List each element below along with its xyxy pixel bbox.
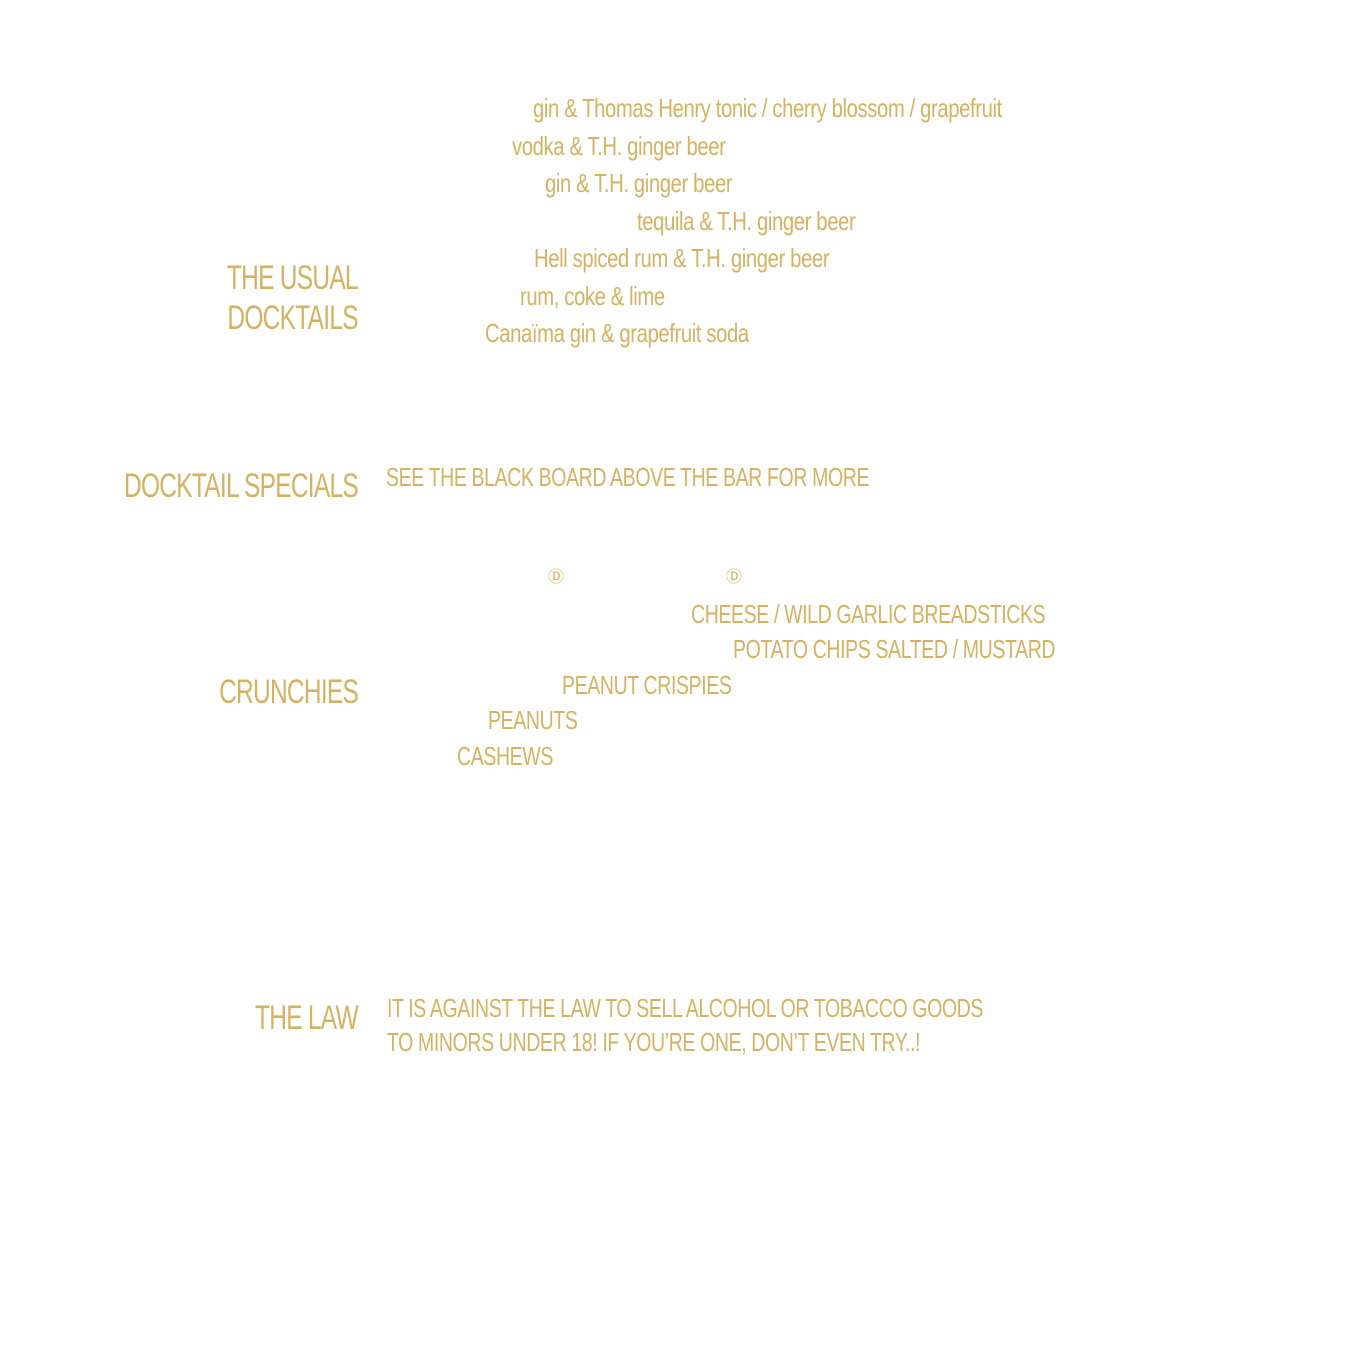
docktail-item: vodka & T.H. ginger beer — [512, 131, 726, 161]
docktail-item: Canaïma gin & grapefruit soda — [485, 318, 749, 348]
crunchies-item: PEANUT CRISPIES — [562, 670, 732, 700]
crunchies-item: PEANUTS — [488, 705, 578, 735]
the-law-line2: TO MINORS UNDER 18! IF YOU’RE ONE, DON’T… — [387, 1027, 921, 1057]
crunchies-item: POTATO CHIPS SALTED / MUSTARD — [733, 634, 1056, 664]
the-law-text: IT IS AGAINST THE LAW TO SELL ALCOHOL OR… — [387, 991, 983, 1059]
docktail-item: rum, coke & lime — [520, 281, 665, 311]
docktail-specials-heading: DOCKTAIL SPECIALS — [123, 467, 359, 505]
docktail-item: gin & T.H. ginger beer — [545, 168, 733, 198]
the-law-line1: IT IS AGAINST THE LAW TO SELL ALCOHOL OR… — [387, 993, 983, 1023]
dietary-marker-icon: Ⓓ — [726, 569, 743, 586]
docktail-item: tequila & T.H. ginger beer — [637, 206, 856, 236]
usual-docktails-heading: THE USUAL DOCKTAILS — [227, 258, 359, 338]
docktail-specials-text: SEE THE BLACK BOARD ABOVE THE BAR FOR MO… — [386, 462, 870, 492]
the-law-heading: THE LAW — [255, 999, 359, 1037]
dietary-marker-icon: Ⓓ — [548, 569, 565, 586]
crunchies-item: CASHEWS — [457, 741, 553, 771]
docktail-item: Hell spiced rum & T.H. ginger beer — [534, 243, 830, 273]
usual-docktails-heading-line2: DOCKTAILS — [227, 299, 359, 337]
docktail-item: gin & Thomas Henry tonic / cherry blosso… — [533, 93, 1002, 123]
crunchies-heading: CRUNCHIES — [218, 673, 359, 711]
usual-docktails-heading-line1: THE USUAL — [227, 259, 359, 297]
crunchies-item: CHEESE / WILD GARLIC BREADSTICKS — [691, 599, 1046, 629]
